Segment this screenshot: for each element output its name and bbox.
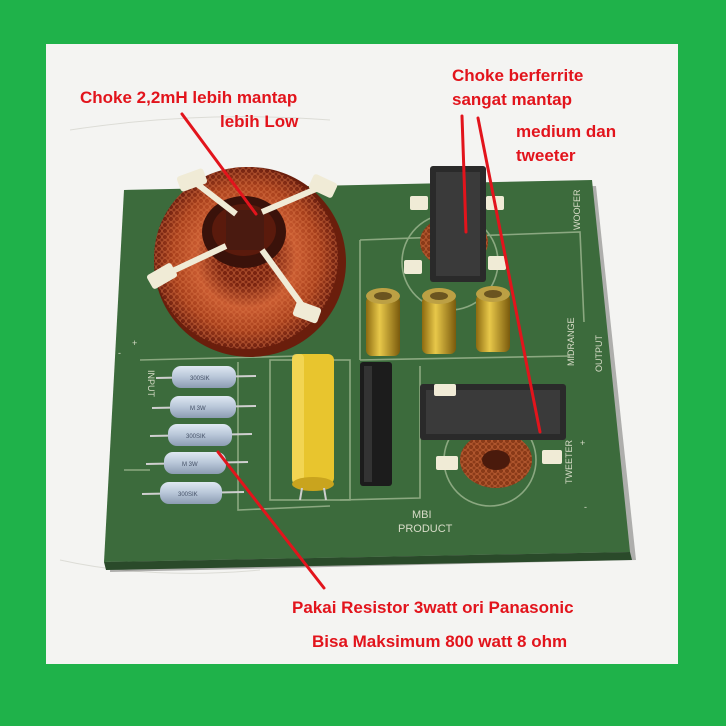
resistor-4-mark: M 3W xyxy=(182,462,198,468)
resistor-4: M 3W xyxy=(145,452,249,474)
choke-coil-2-2mh xyxy=(146,167,346,357)
resistor-3-mark: 300SIK xyxy=(186,434,206,440)
resistor-3: 300SIK xyxy=(149,424,253,446)
input-minus: - xyxy=(118,348,121,358)
arrow-to-left-coil xyxy=(180,112,258,216)
midrange-label: MIDRANGE xyxy=(566,317,576,366)
caption-medium-2: tweeter xyxy=(516,146,576,165)
caption-choke-left: Choke 2,2mH lebih mantap xyxy=(80,88,298,107)
caption-medium: medium dan xyxy=(516,122,617,141)
tweeter-label: TWEETER xyxy=(564,440,574,484)
woofer-label: WOOFER xyxy=(572,189,582,230)
silkscreen-labels: INPUT + - WOOFER MIDRANGE OUTPUT TWEETER… xyxy=(118,189,604,535)
input-label: INPUT xyxy=(146,370,156,398)
film-capacitor-black xyxy=(360,362,392,486)
resistor-bank: 300SIK M 3W 300SIK M 3W 300SIK xyxy=(141,366,257,504)
resistor-1-mark: 300SIK xyxy=(190,376,210,382)
resistor-5-mark: 300SIK xyxy=(178,492,198,498)
caption-choke-right: Choke berferrite xyxy=(452,66,584,85)
arrow-to-lower-ferrite xyxy=(476,116,542,434)
brand-product: PRODUCT xyxy=(398,523,453,535)
electrolytic-capacitors xyxy=(366,286,510,356)
caption-power: Bisa Maksimum 800 watt 8 ohm xyxy=(312,632,568,651)
resistor-2: M 3W xyxy=(151,396,257,418)
resistor-1: 300SIK xyxy=(155,366,257,388)
arrow-to-resistors xyxy=(216,450,326,590)
ferrite-choke-tweeter xyxy=(420,384,566,488)
brand-mbi: MBI xyxy=(412,509,432,521)
resistor-5: 300SIK xyxy=(141,482,245,504)
ferrite-choke-midrange xyxy=(404,166,506,282)
film-capacitor-yellow xyxy=(292,354,334,501)
input-plus: + xyxy=(132,338,137,348)
annotation-arrows xyxy=(180,112,542,590)
output-label: OUTPUT xyxy=(594,335,604,373)
pcb-board-edge xyxy=(104,552,632,570)
tweeter-plus: + xyxy=(580,438,585,448)
caption-resistor: Pakai Resistor 3watt ori Panasonic xyxy=(292,598,574,617)
caption-choke-right-2: sangat mantap xyxy=(452,90,572,109)
tweeter-minus: - xyxy=(584,502,587,512)
caption-choke-left-2: lebih Low xyxy=(220,112,299,131)
resistor-2-mark: M 3W xyxy=(190,406,206,412)
arrow-to-upper-ferrite xyxy=(460,114,468,234)
